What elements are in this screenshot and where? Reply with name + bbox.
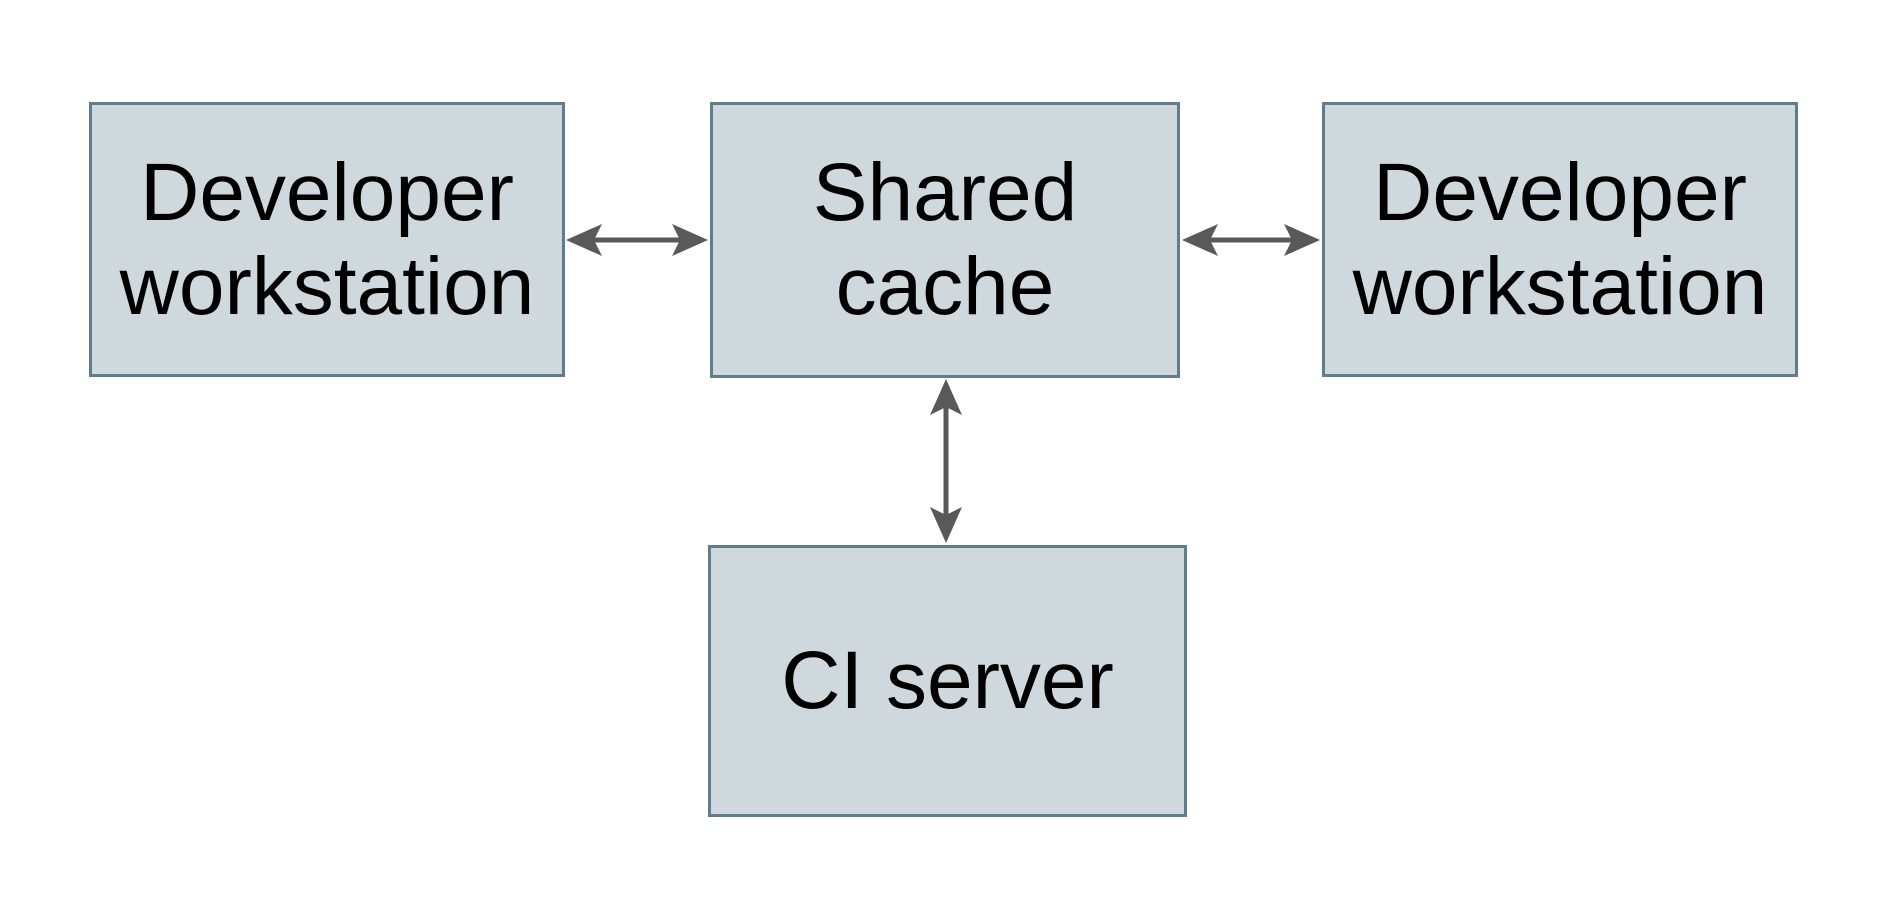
node-developer-workstation-left-label: Developer workstation xyxy=(119,146,535,332)
node-ci-server: CI server xyxy=(708,545,1187,817)
node-developer-workstation-right: Developer workstation xyxy=(1322,102,1798,377)
node-developer-workstation-right-label: Developer workstation xyxy=(1352,146,1768,332)
double-arrow-horizontal-icon xyxy=(1182,222,1320,258)
connector-shared-cache-ci-server xyxy=(928,379,964,543)
node-developer-workstation-left: Developer workstation xyxy=(89,102,565,377)
node-shared-cache-label: Shared cache xyxy=(812,147,1078,332)
node-shared-cache: Shared cache xyxy=(710,102,1180,378)
double-arrow-horizontal-icon xyxy=(566,222,708,258)
node-ci-server-label: CI server xyxy=(781,635,1114,726)
connector-dev-left-shared-cache xyxy=(566,222,708,258)
connector-shared-cache-dev-right xyxy=(1182,222,1320,258)
double-arrow-vertical-icon xyxy=(928,379,964,543)
